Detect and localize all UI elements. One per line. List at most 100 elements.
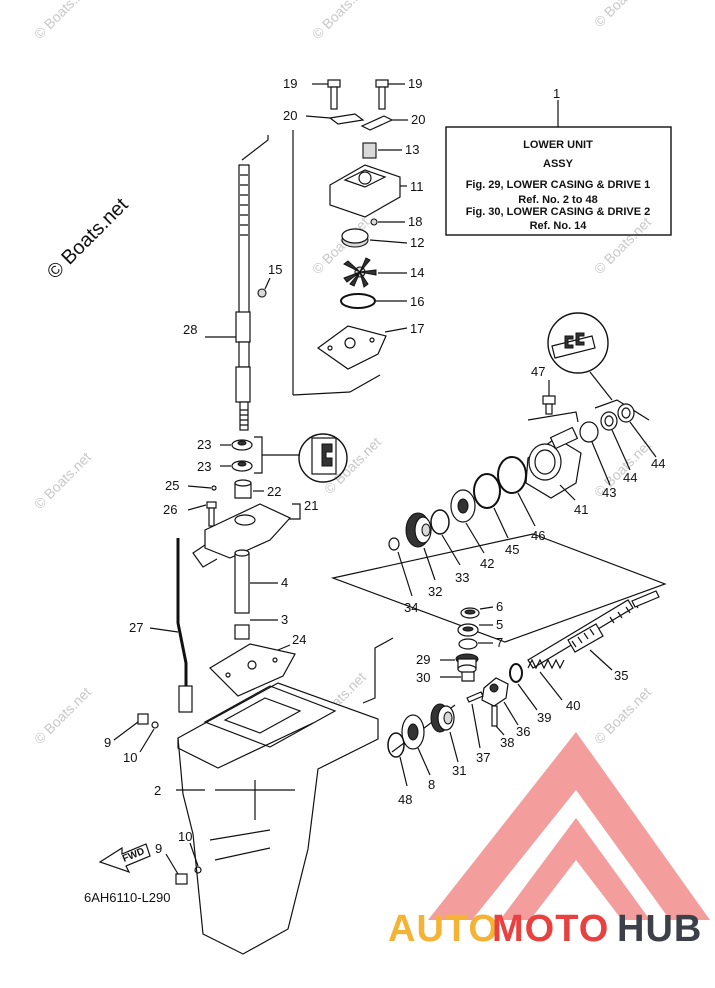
bearing-23-upper: [231, 439, 253, 451]
bearing-43: [579, 421, 599, 443]
callout-42: 42: [480, 556, 494, 571]
callout-20b: 20: [411, 112, 425, 127]
seal-3: [234, 624, 250, 640]
logo-text-moto: MOTO: [492, 908, 609, 950]
ring-39: [509, 663, 523, 683]
copyright-label: © Boats.net: [43, 194, 133, 284]
screw-9-upper: [137, 713, 149, 725]
bolt-19-right: [375, 79, 389, 110]
spring-40: [527, 658, 565, 670]
callout-5: 5: [496, 617, 503, 632]
callout-39: 39: [537, 710, 551, 725]
plunger-36: [466, 691, 484, 703]
callout-6: 6: [496, 599, 503, 614]
callout-46: 46: [531, 528, 545, 543]
callout-16: 16: [410, 294, 424, 309]
callout-31: 31: [452, 763, 466, 778]
callout-7: 7: [496, 635, 503, 650]
screw-9-lower: [175, 873, 188, 885]
callout-8: 8: [428, 777, 435, 792]
bolt-26: [206, 501, 217, 509]
callout-2: 2: [154, 783, 161, 798]
box-line-4: Ref. No. 2 to 48: [518, 194, 597, 206]
shim-34: [388, 537, 400, 551]
callout-22: 22: [267, 484, 281, 499]
reference-code: 6AH6110-L290: [84, 890, 171, 905]
bolt-47: [542, 395, 556, 405]
box-line-5: Fig. 30, LOWER CASING & DRIVE 2: [466, 206, 651, 218]
logo-text-hub: HUB: [617, 908, 702, 950]
callout-19a: 19: [283, 76, 297, 91]
callout-10b: 10: [178, 829, 192, 844]
propeller-shaft-assembly: 47 44 44 43 41 46 4: [330, 312, 667, 807]
callout-10a: 10: [123, 750, 137, 765]
callout-24: 24: [292, 632, 306, 647]
callout-25: 25: [165, 478, 179, 493]
nut-30: [461, 671, 475, 682]
callout-33: 33: [455, 570, 469, 585]
callout-18: 18: [408, 214, 422, 229]
callout-19b: 19: [408, 76, 422, 91]
callout-40: 40: [566, 698, 580, 713]
pinion-29: [455, 653, 479, 674]
plate-20-right: [360, 115, 394, 131]
watermark: © Boats.net: [309, 0, 372, 42]
callout-21: 21: [304, 498, 318, 513]
o-ring-46: [497, 456, 527, 494]
callout-48: 48: [398, 792, 412, 807]
tube-4: [234, 552, 250, 614]
gear-32: [405, 512, 432, 548]
grease-icon: [298, 433, 348, 483]
gear-31: [430, 703, 455, 733]
watermark: © Boats.net: [591, 0, 654, 30]
shim-7: [458, 638, 478, 650]
fwd-arrow-icon: FWD: [98, 843, 151, 874]
propeller-shaft-housing-41: [525, 426, 582, 499]
callout-47: 47: [531, 364, 545, 379]
pump-housing: [329, 164, 401, 218]
watermark: © Boats.net: [591, 684, 654, 747]
callout-32: 32: [428, 584, 442, 599]
callout-1: 1: [553, 86, 560, 101]
callout-36: 37: [476, 750, 490, 765]
callout-13: 13: [405, 142, 419, 157]
propeller-shaft-35: [527, 590, 660, 669]
bolt-19-left: [327, 79, 341, 110]
drive-shaft: [238, 164, 250, 316]
callout-15: 15: [268, 262, 282, 277]
watermark-layer: © Boats.net © Boats.net © Boats.net © Bo…: [31, 0, 654, 747]
callout-45: 45: [505, 542, 519, 557]
callout-29: 29: [416, 652, 430, 667]
callout-17: 17: [410, 321, 424, 336]
bearing-23-lower: [231, 460, 253, 472]
pin-38: [491, 705, 498, 727]
o-ring-45: [473, 473, 501, 509]
box-line-2: ASSY: [543, 158, 574, 170]
callout-9a: 9: [104, 735, 111, 750]
callout-11: 11: [410, 179, 424, 194]
watermark: © Boats.net: [31, 684, 94, 747]
callout-23a: 23: [197, 437, 211, 452]
callout-30: 30: [416, 670, 430, 685]
callout-4: 4: [281, 575, 288, 590]
callout-27: 27: [129, 620, 143, 635]
callout-41: 41: [574, 502, 588, 517]
callout-20a: 20: [283, 108, 297, 123]
callout-14: 14: [410, 265, 424, 280]
watermark: © Boats.net: [31, 449, 94, 512]
lower-casing-2: 2: [154, 682, 379, 955]
watermark: © Boats.net: [31, 0, 94, 42]
logo-text-auto: AUTO: [388, 908, 499, 950]
callout-44b: 44: [623, 470, 637, 485]
callout-9b: 9: [155, 841, 162, 856]
o-ring-16: [340, 293, 376, 309]
callout-44a: 44: [651, 456, 665, 471]
clutch-37: [481, 677, 509, 707]
plate-20-left: [328, 113, 365, 125]
callout-28: 28: [183, 322, 197, 337]
lubricant-cc-icon: [547, 312, 609, 374]
gasket-24: [209, 643, 296, 697]
drive-shaft-assembly: 28 15 19 19 20 20 13 11: [129, 76, 425, 713]
automotohub-logo: AUTO MOTO HUB: [388, 732, 710, 950]
